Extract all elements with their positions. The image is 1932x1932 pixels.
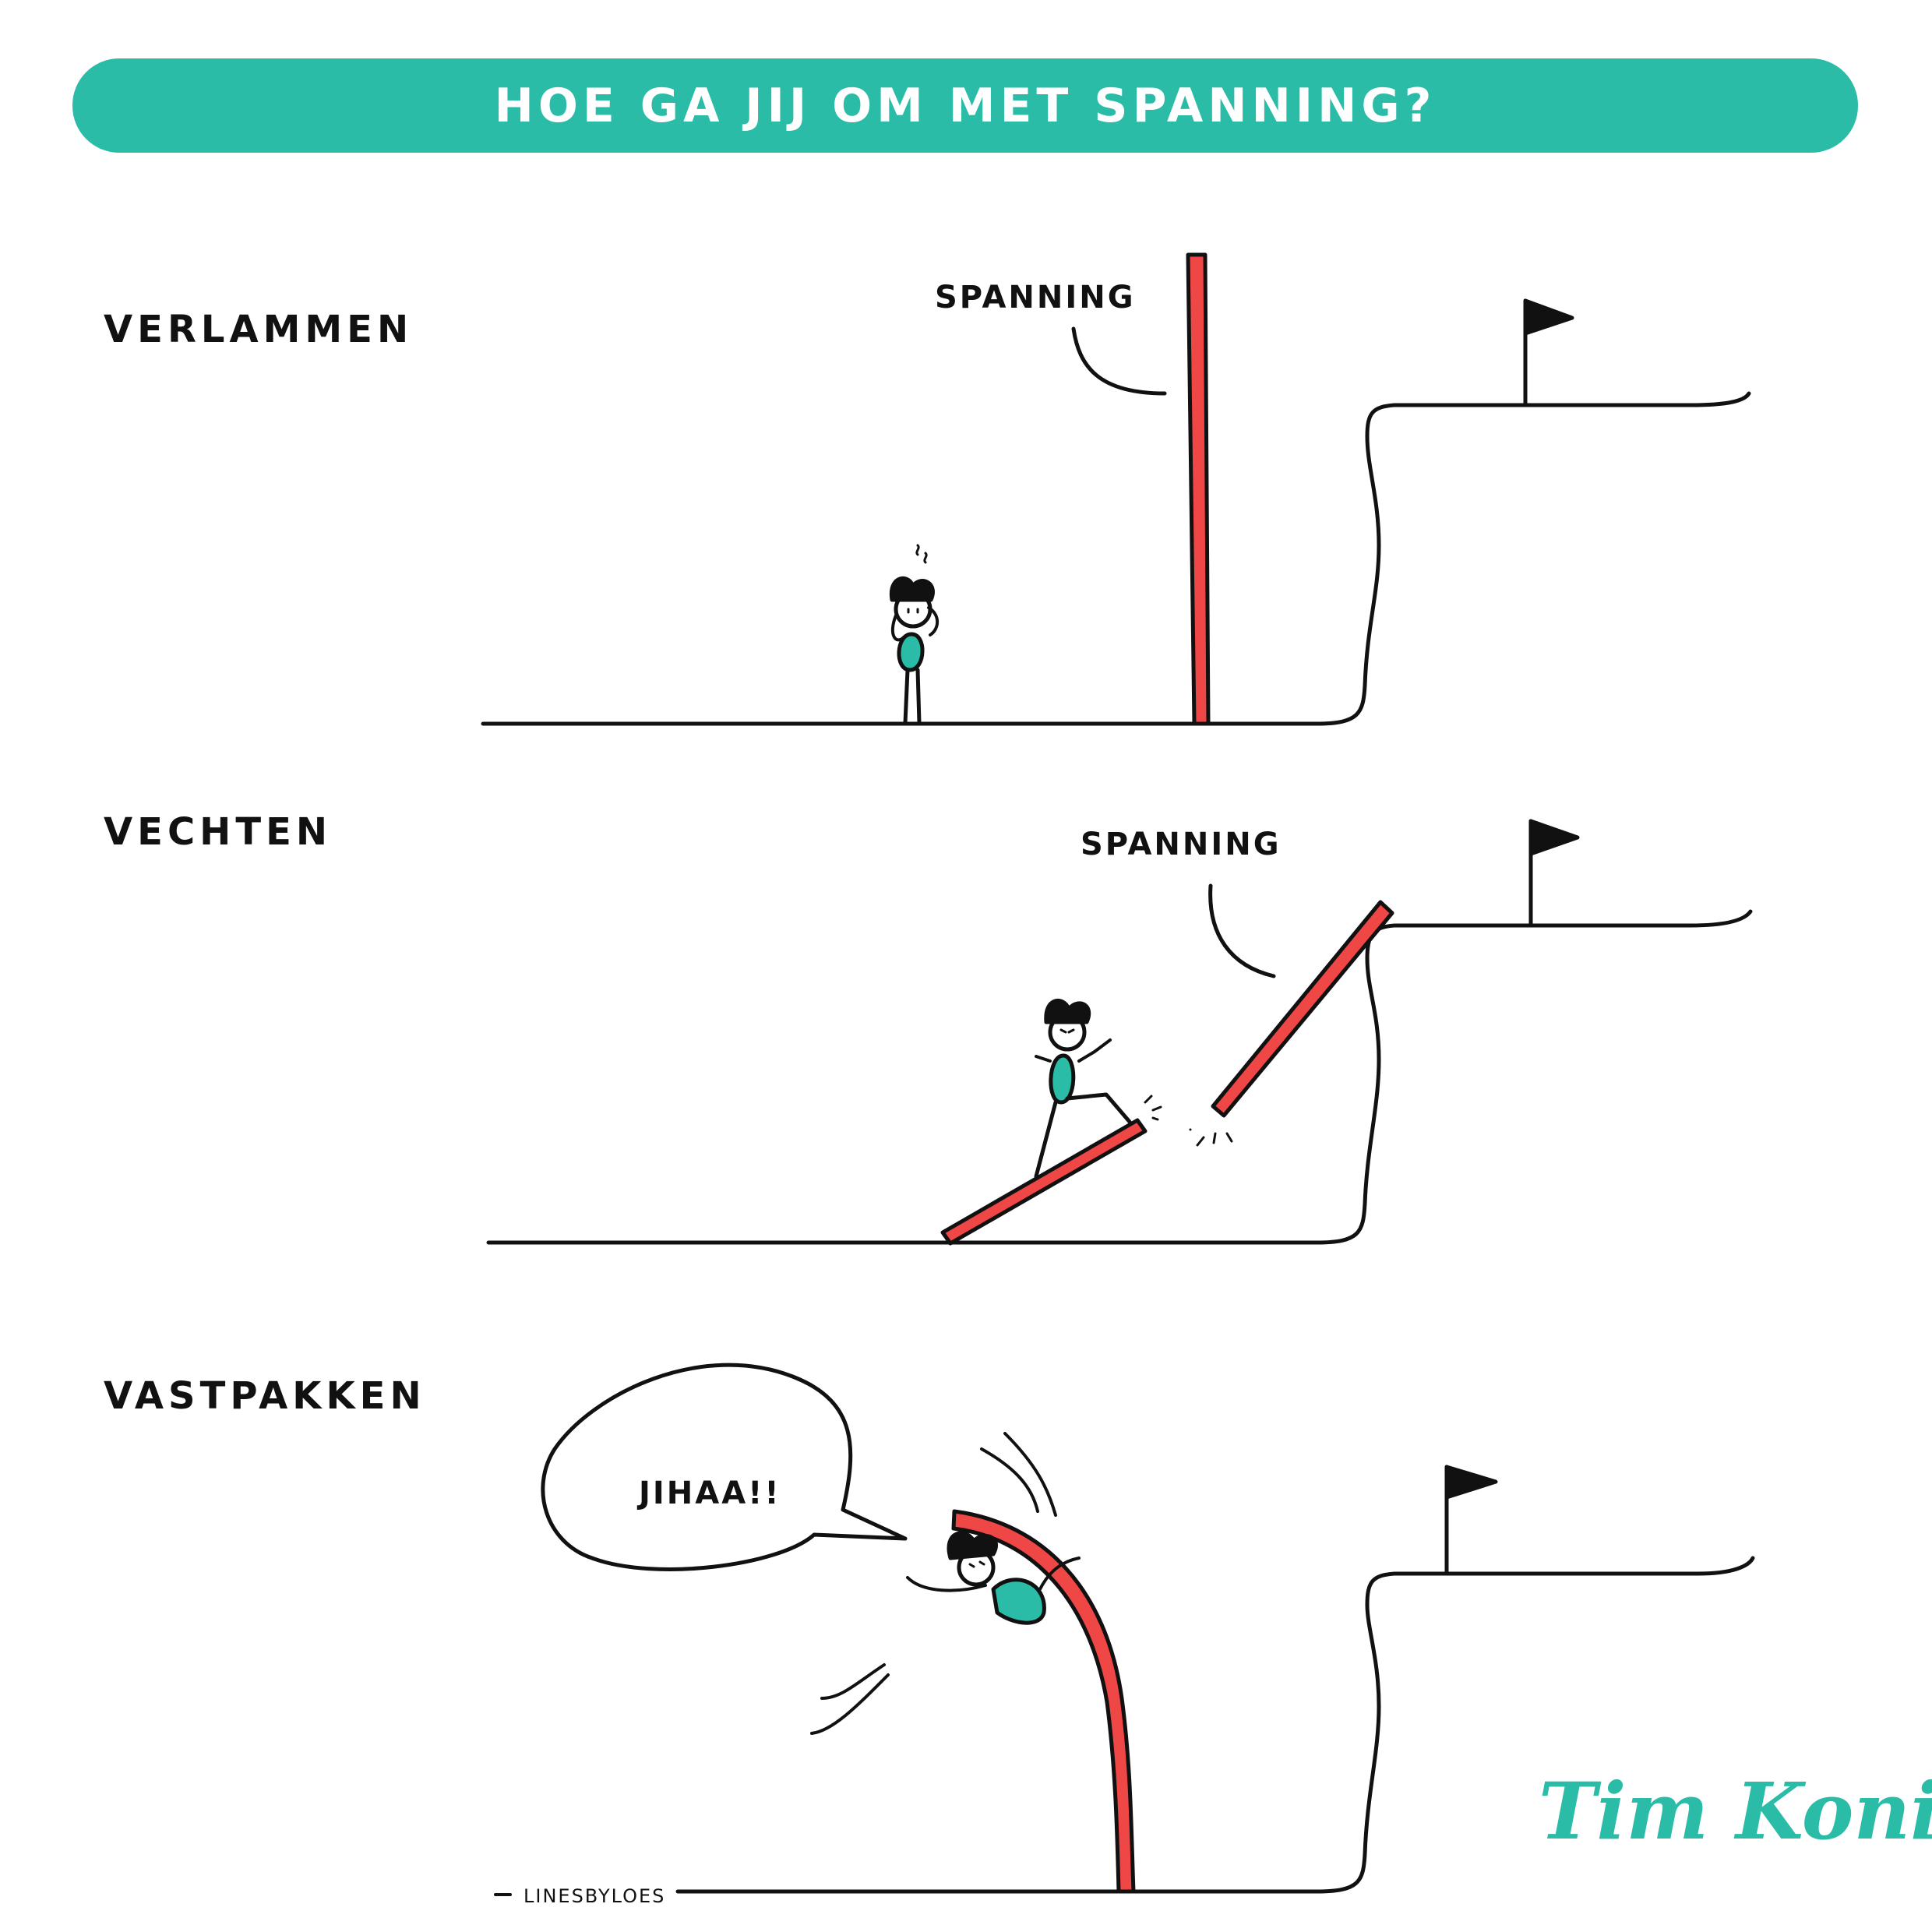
speech-bubble <box>829 1479 873 1504</box>
panel-vechten <box>486 819 1753 1246</box>
red-pole-upper <box>1211 900 1394 1118</box>
ground-cliff <box>481 391 1751 726</box>
ground-cliff <box>675 1556 1755 1894</box>
stress-squiggle <box>915 544 928 564</box>
motion-lines <box>810 1432 1057 1735</box>
spanning-pointer <box>1071 326 1167 396</box>
ground-cliff <box>486 909 1753 1245</box>
brand-logo: Tim Koning <box>1539 1765 1932 1857</box>
stick-figure-worried <box>889 576 940 725</box>
stick-figure-fighting <box>1034 999 1132 1179</box>
panel-vastpakken <box>494 1363 1755 1896</box>
stick-figure-vaulting <box>906 1531 1081 1625</box>
page-title: HOE GA JIJ OM MET SPANNING? <box>494 78 1437 133</box>
flag-icon-cloth <box>1523 298 1574 336</box>
panel-verlammen <box>481 252 1751 726</box>
title-banner: HOE GA JIJ OM MET SPANNING? <box>72 58 1858 153</box>
pole-label-2: SPANNING <box>1081 827 1282 862</box>
flag-icon-cloth <box>1444 1465 1498 1500</box>
panel-label-vastpakken: VASTPAKKEN <box>104 1374 426 1418</box>
credit-text: LINESBYLOES <box>524 1885 665 1907</box>
speech-bubble <box>541 1363 908 1571</box>
panel-label-vechten: VECHTEN <box>104 810 333 854</box>
speech-text: JIHAA!! <box>636 1475 781 1511</box>
red-pole-lower <box>940 1118 1148 1246</box>
red-pole <box>1186 252 1211 726</box>
crack-marks <box>1144 1095 1233 1147</box>
red-pole-bent <box>951 1509 1136 1894</box>
pole-label-1: SPANNING <box>935 280 1136 316</box>
spanning-pointer <box>1208 883 1276 978</box>
panel-label-verlammen: VERLAMMEN <box>104 308 414 351</box>
flag-icon-cloth <box>1528 819 1580 856</box>
